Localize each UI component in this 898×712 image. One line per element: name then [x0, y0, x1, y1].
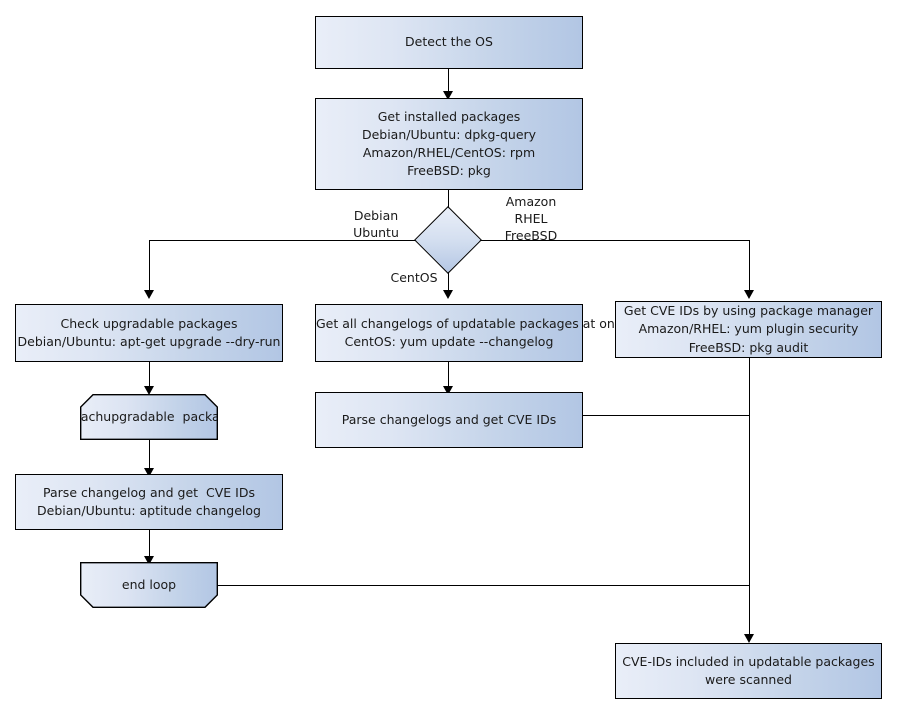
edge-detect-to-packages — [448, 69, 449, 95]
arrowhead-to-scan-complete — [744, 634, 754, 643]
text-line: FreeBSD — [504, 227, 558, 243]
edge-changelogs-to-parse — [448, 362, 449, 389]
edge-branch-bus-right — [476, 240, 750, 241]
node-parse-changelogs-bulk[interactable]: Parse changelogs and get CVE IDs — [315, 392, 583, 448]
text-line: FreeBSD: pkg audit — [688, 339, 809, 355]
text-line: were scanned — [705, 672, 792, 687]
text-line: Get CVE IDs by using package manager — [623, 303, 874, 319]
edge-check-to-foreach — [149, 362, 150, 389]
edge-branch-right-drop — [749, 240, 750, 292]
node-get-all-changelogs[interactable]: Get all changelogs of updatable packages… — [315, 304, 630, 362]
text-line: FreeBSD: pkg — [407, 163, 491, 179]
arrowhead-to-parse-bulk — [443, 386, 453, 395]
node-end-loop[interactable]: end loop — [80, 562, 218, 608]
text-line: CentOS: yum update --changelog — [344, 334, 554, 349]
text-line: Detect the OS — [405, 34, 493, 50]
text-line: Get installed packages — [377, 108, 521, 124]
node-foreach-loop-start-text: foreachupgradable packages — [56, 408, 242, 426]
edge-branch-left-drop — [149, 240, 150, 292]
text-line: Debian — [353, 208, 399, 223]
text-line: RHEL — [514, 210, 548, 226]
edge-label-centos: CentOS — [388, 270, 440, 287]
text-line: Debian/Ubuntu: apt-get upgrade --dry-run — [17, 334, 281, 349]
text-line: end loop — [121, 576, 177, 592]
edge-endloop-to-merge — [218, 585, 750, 586]
node-foreach-loop-start[interactable]: foreachupgradable packages — [80, 394, 218, 440]
arrowhead-to-endloop — [144, 556, 154, 565]
text-line: Parse changelog and get CVE IDs — [43, 484, 255, 500]
arrowhead-to-foreach — [144, 386, 154, 395]
node-scan-complete-text: CVE-IDs included in updatable packages we… — [616, 653, 881, 689]
arrowhead-right-branch — [744, 290, 754, 299]
node-detect-os-text: Detect the OS — [316, 33, 582, 51]
arrowhead-center-branch — [443, 290, 453, 299]
edge-branch-center-drop — [448, 258, 449, 292]
text-line: Amazon/RHEL/CentOS: rpm — [362, 145, 536, 160]
text-line: foreach — [56, 408, 104, 424]
text-line: Get all changelogs of updatable packages… — [316, 315, 630, 331]
text-line: CVE-IDs included in updatable packages — [622, 653, 875, 669]
arrowhead-to-packages — [443, 91, 453, 100]
node-scan-complete[interactable]: CVE-IDs included in updatable packages we… — [615, 643, 882, 699]
text-line: Ubuntu — [353, 224, 399, 240]
text-line: Debian/Ubuntu: dpkg-query — [361, 126, 537, 142]
text-line: Debian/Ubuntu: aptitude changelog — [37, 503, 261, 518]
node-os-decision[interactable] — [414, 206, 482, 274]
edge-parse-to-endloop — [149, 530, 150, 562]
edge-right-merge-trunk — [749, 358, 750, 641]
arrowhead-left-branch — [144, 290, 154, 299]
node-parse-changelogs-bulk-text: Parse changelogs and get CVE IDs — [316, 411, 582, 429]
node-get-all-changelogs-text: Get all changelogs of updatable packages… — [316, 315, 630, 351]
text-line: upgradable packages — [103, 408, 242, 424]
edge-parsebulk-to-merge — [583, 415, 750, 416]
text-line: Check upgradable packages — [60, 315, 238, 331]
text-line: Amazon — [505, 194, 557, 209]
edge-foreach-to-parse — [149, 440, 150, 472]
text-line: Parse changelogs and get CVE IDs — [341, 411, 557, 427]
text-line: Amazon/RHEL: yum plugin security — [638, 321, 859, 337]
edge-branch-bus-left — [149, 240, 421, 241]
node-detect-os[interactable]: Detect the OS — [315, 16, 583, 69]
node-end-loop-text: end loop — [122, 576, 176, 594]
text-line: CentOS — [390, 270, 438, 285]
arrowhead-to-parse-changelog — [144, 468, 154, 477]
